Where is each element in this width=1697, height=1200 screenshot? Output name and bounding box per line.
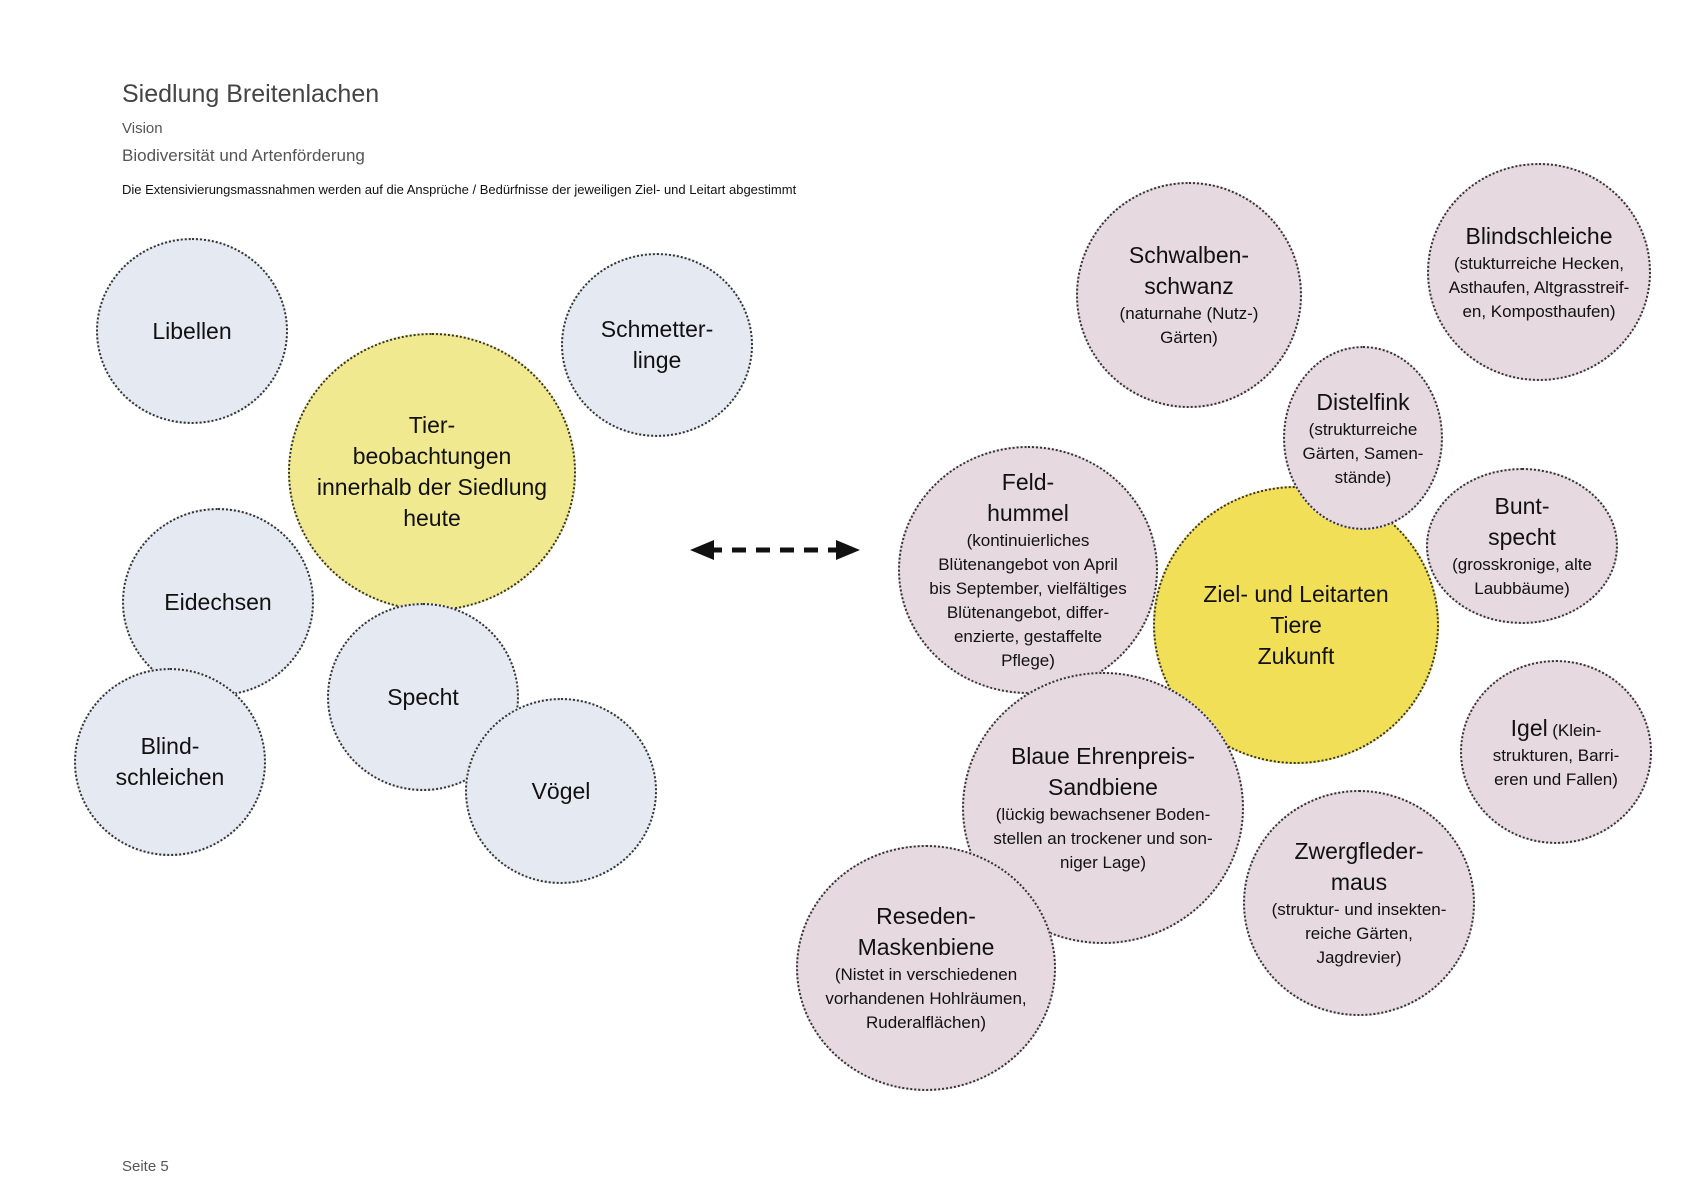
bubble-label: Specht [387,683,459,710]
bubble-label: Reseden-Maskenbiene [857,903,995,960]
bubble-label: Bunt-specht [1488,493,1556,550]
double-arrow-icon [690,540,860,560]
bubble-label: Eidechsen [164,588,272,615]
bubble-label: Igel [1510,714,1548,741]
bubble-label: Zwergfleder-maus [1294,838,1424,895]
bubble-label: Libellen [152,317,232,344]
bubble-libellen: Libellen [96,238,288,424]
bubble-detail: (naturnahe (Nutz-)Gärten) [1119,304,1259,347]
bubble-blindschleiche: Blindschleiche (stukturreiche Hecken,Ast… [1427,163,1651,381]
bubble-label: Vögel [531,777,591,804]
bubble-detail: (lückig bewachsener Boden-stellen an tro… [993,805,1213,872]
bubble-detail: (struktur- und insekten-reiche Gärten,Ja… [1271,900,1447,967]
bubble-schwalbenschwanz: Schwalben-schwanz (naturnahe (Nutz-)Gärt… [1076,182,1302,408]
bubble-specht: Specht [327,603,519,791]
bubble-label: Blind-schleichen [115,733,225,790]
page-title: Siedlung Breitenlachen [122,80,380,108]
bubble-label: Feld-hummel [987,469,1069,526]
bubble-label: Blaue Ehrenpreis-Sandbiene [1010,743,1196,800]
bubble-voegel: Vögel [465,698,657,884]
bubble-zwergfledermaus: Zwergfleder-maus (struktur- und insekten… [1243,790,1475,1016]
subtitle-vision: Vision [122,120,163,137]
bubble-label: Schmetter-linge [600,316,714,373]
bubble-label: Blindschleiche [1465,222,1613,249]
bubble-label: Schwalben-schwanz [1128,242,1250,299]
bubble-igel: Igel (Klein-strukturen, Barri-eren und F… [1460,660,1652,844]
description-text: Die Extensivierungsmassnahmen werden auf… [122,182,797,197]
page-number: Seite 5 [122,1158,169,1175]
bubble-detail: (Klein-strukturen, Barri-eren und Fallen… [1492,720,1620,789]
bubble-eidechsen: Eidechsen [122,508,314,696]
bubble-label: Distelfink [1316,388,1410,415]
bubble-schmetterlinge: Schmetter-linge [561,253,753,437]
bubble-detail: (stukturreiche Hecken,Asthaufen, Altgras… [1448,253,1630,321]
bubble-reseden-maskenbiene: Reseden-Maskenbiene (Nistet in verschied… [796,845,1056,1091]
bubble-blindschleichen: Blind-schleichen [74,668,266,856]
subtitle-biodiversity: Biodiversität und Artenförderung [122,146,365,165]
